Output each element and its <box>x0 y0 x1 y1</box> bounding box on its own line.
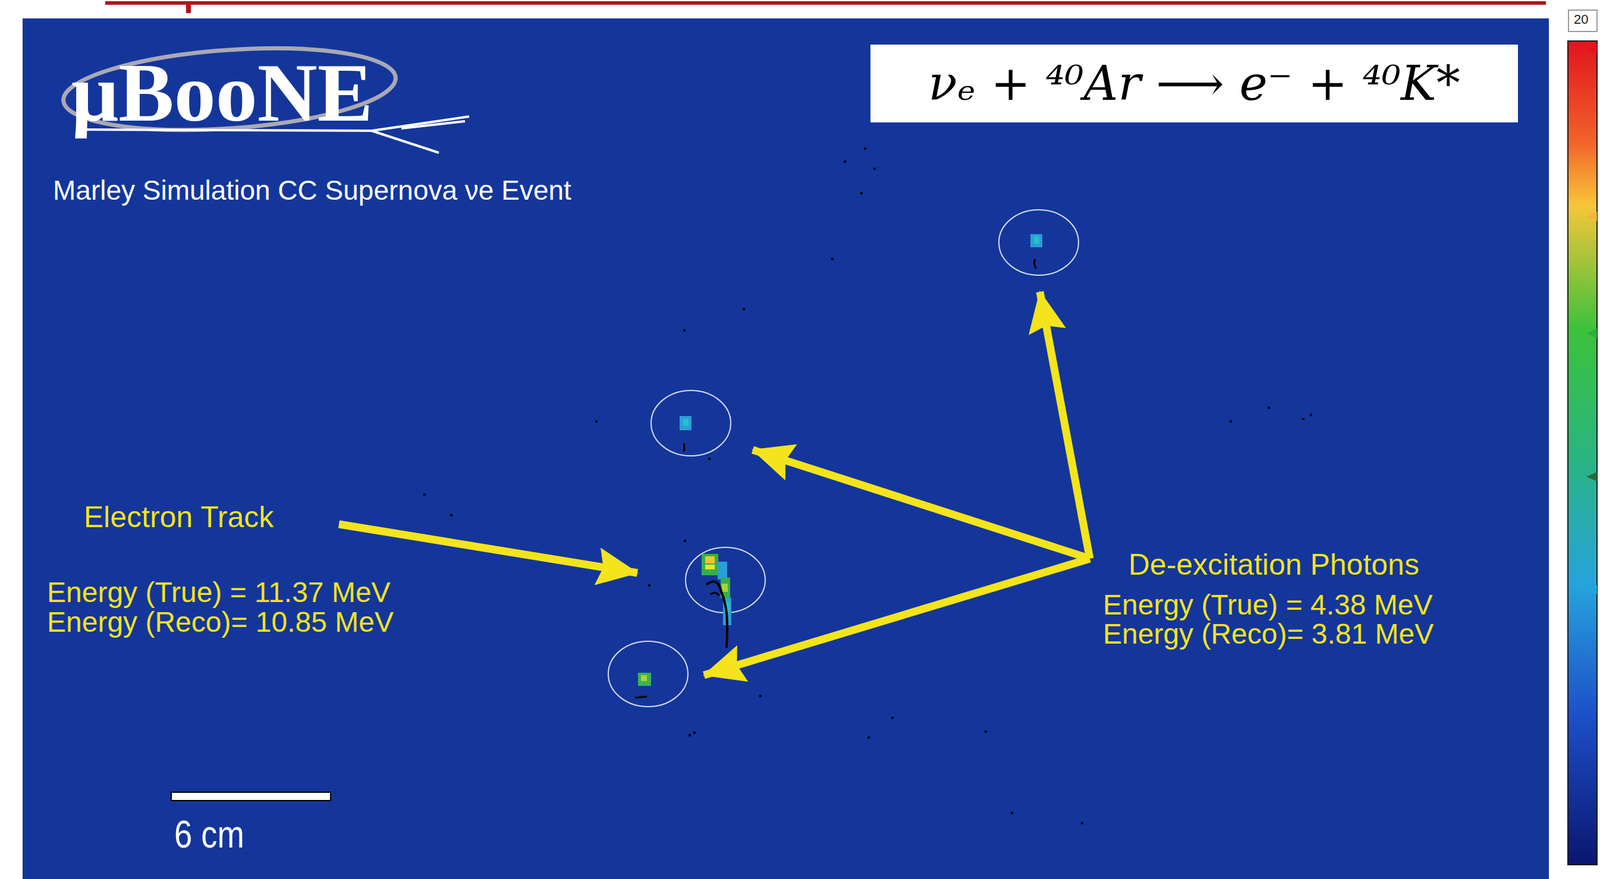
drawn-line <box>401 121 465 129</box>
drawn-rect <box>1302 417 1305 421</box>
drawn-line <box>1039 291 1090 559</box>
reaction-equation: νₑ + ⁴⁰Ar ⟶ e⁻ + ⁴⁰K* <box>928 55 1461 113</box>
drawn-rect <box>843 160 847 163</box>
drawn-polygon <box>1586 43 1598 54</box>
drawn-ellipse <box>608 641 688 707</box>
drawn-rect <box>105 1 1546 5</box>
drawn-rect <box>831 258 834 261</box>
drawn-rect <box>759 695 762 698</box>
drawn-rect <box>1030 234 1043 248</box>
scale-label: 6 cm <box>174 812 245 858</box>
drawn-rect <box>705 556 715 564</box>
drawn-polygon <box>1586 211 1598 222</box>
colorbar-max: 20 <box>1573 11 1589 28</box>
drawn-rect <box>717 561 728 580</box>
drawn-rect <box>1229 420 1232 423</box>
drawn-rect <box>860 192 863 195</box>
drawn-rect <box>186 1 191 14</box>
drawn-rect <box>701 554 719 576</box>
drawn-rect <box>742 307 746 311</box>
drawn-rect <box>863 147 867 150</box>
drawn-path <box>710 592 719 596</box>
drawn-path <box>1033 259 1037 269</box>
callout-title: De-excitation Photons <box>1128 547 1420 583</box>
drawn-path <box>706 582 728 649</box>
drawn-polygon <box>1586 328 1598 339</box>
drawn-line <box>338 524 638 574</box>
drawn-rect <box>595 420 598 423</box>
drawn-rect <box>1568 10 1598 32</box>
drawn-g <box>338 291 1090 676</box>
drawn-rect <box>891 717 894 720</box>
drawn-rect <box>1033 236 1040 244</box>
drawn-line <box>703 558 1090 676</box>
drawn-polygon <box>1586 472 1598 482</box>
drawn-g <box>423 147 1313 825</box>
drawn-line <box>752 450 1090 559</box>
drawn-ellipse <box>998 209 1079 276</box>
drawn-rect <box>1567 41 1598 866</box>
drawn-rect <box>171 792 331 801</box>
drawn-rect <box>683 539 687 543</box>
drawn-rect <box>640 675 647 682</box>
drawn-rect <box>873 167 876 171</box>
drawn-rect <box>1010 812 1014 815</box>
drawn-rect <box>423 493 426 496</box>
event-title: Marley Simulation CC Supernova νe Event <box>52 174 572 207</box>
drawn-rect <box>648 584 651 587</box>
energy-value: Energy (True) = 4.38 MeV <box>1102 588 1433 623</box>
energy-value: Energy (True) = 11.37 MeV <box>46 575 391 611</box>
drawn-ellipse <box>651 390 731 457</box>
energy-value: Energy (Reco)= 3.81 MeV <box>1102 617 1434 652</box>
drawn-rect <box>22 18 1549 879</box>
drawn-rect <box>708 457 711 461</box>
drawn-rect <box>693 731 696 735</box>
drawn-rect <box>683 419 689 427</box>
drawn-rect <box>688 734 691 737</box>
drawn-rect <box>984 730 987 734</box>
reaction-box: νₑ + ⁴⁰Ar ⟶ e⁻ + ⁴⁰K* <box>870 44 1518 123</box>
drawn-polygon <box>1586 585 1598 595</box>
drawn-rect <box>683 329 686 332</box>
drawn-rect <box>1309 413 1313 417</box>
callout-title: Electron Track <box>83 499 275 536</box>
drawn-rect <box>679 416 692 431</box>
drawn-rect <box>637 673 652 687</box>
drawn-line <box>371 116 470 131</box>
drawn-rect <box>721 583 728 593</box>
drawn-line <box>371 130 439 153</box>
drawn-rect <box>1267 406 1271 410</box>
drawn-rect <box>705 564 715 570</box>
energy-value: Energy (Reco)= 10.85 MeV <box>46 605 394 640</box>
drawn-rect <box>1080 822 1084 825</box>
drawn-rect <box>867 736 870 740</box>
experiment-logo: μBooNE <box>71 42 373 143</box>
drawn-line <box>635 696 647 699</box>
drawn-path <box>683 443 685 452</box>
drawn-rect <box>450 514 453 517</box>
